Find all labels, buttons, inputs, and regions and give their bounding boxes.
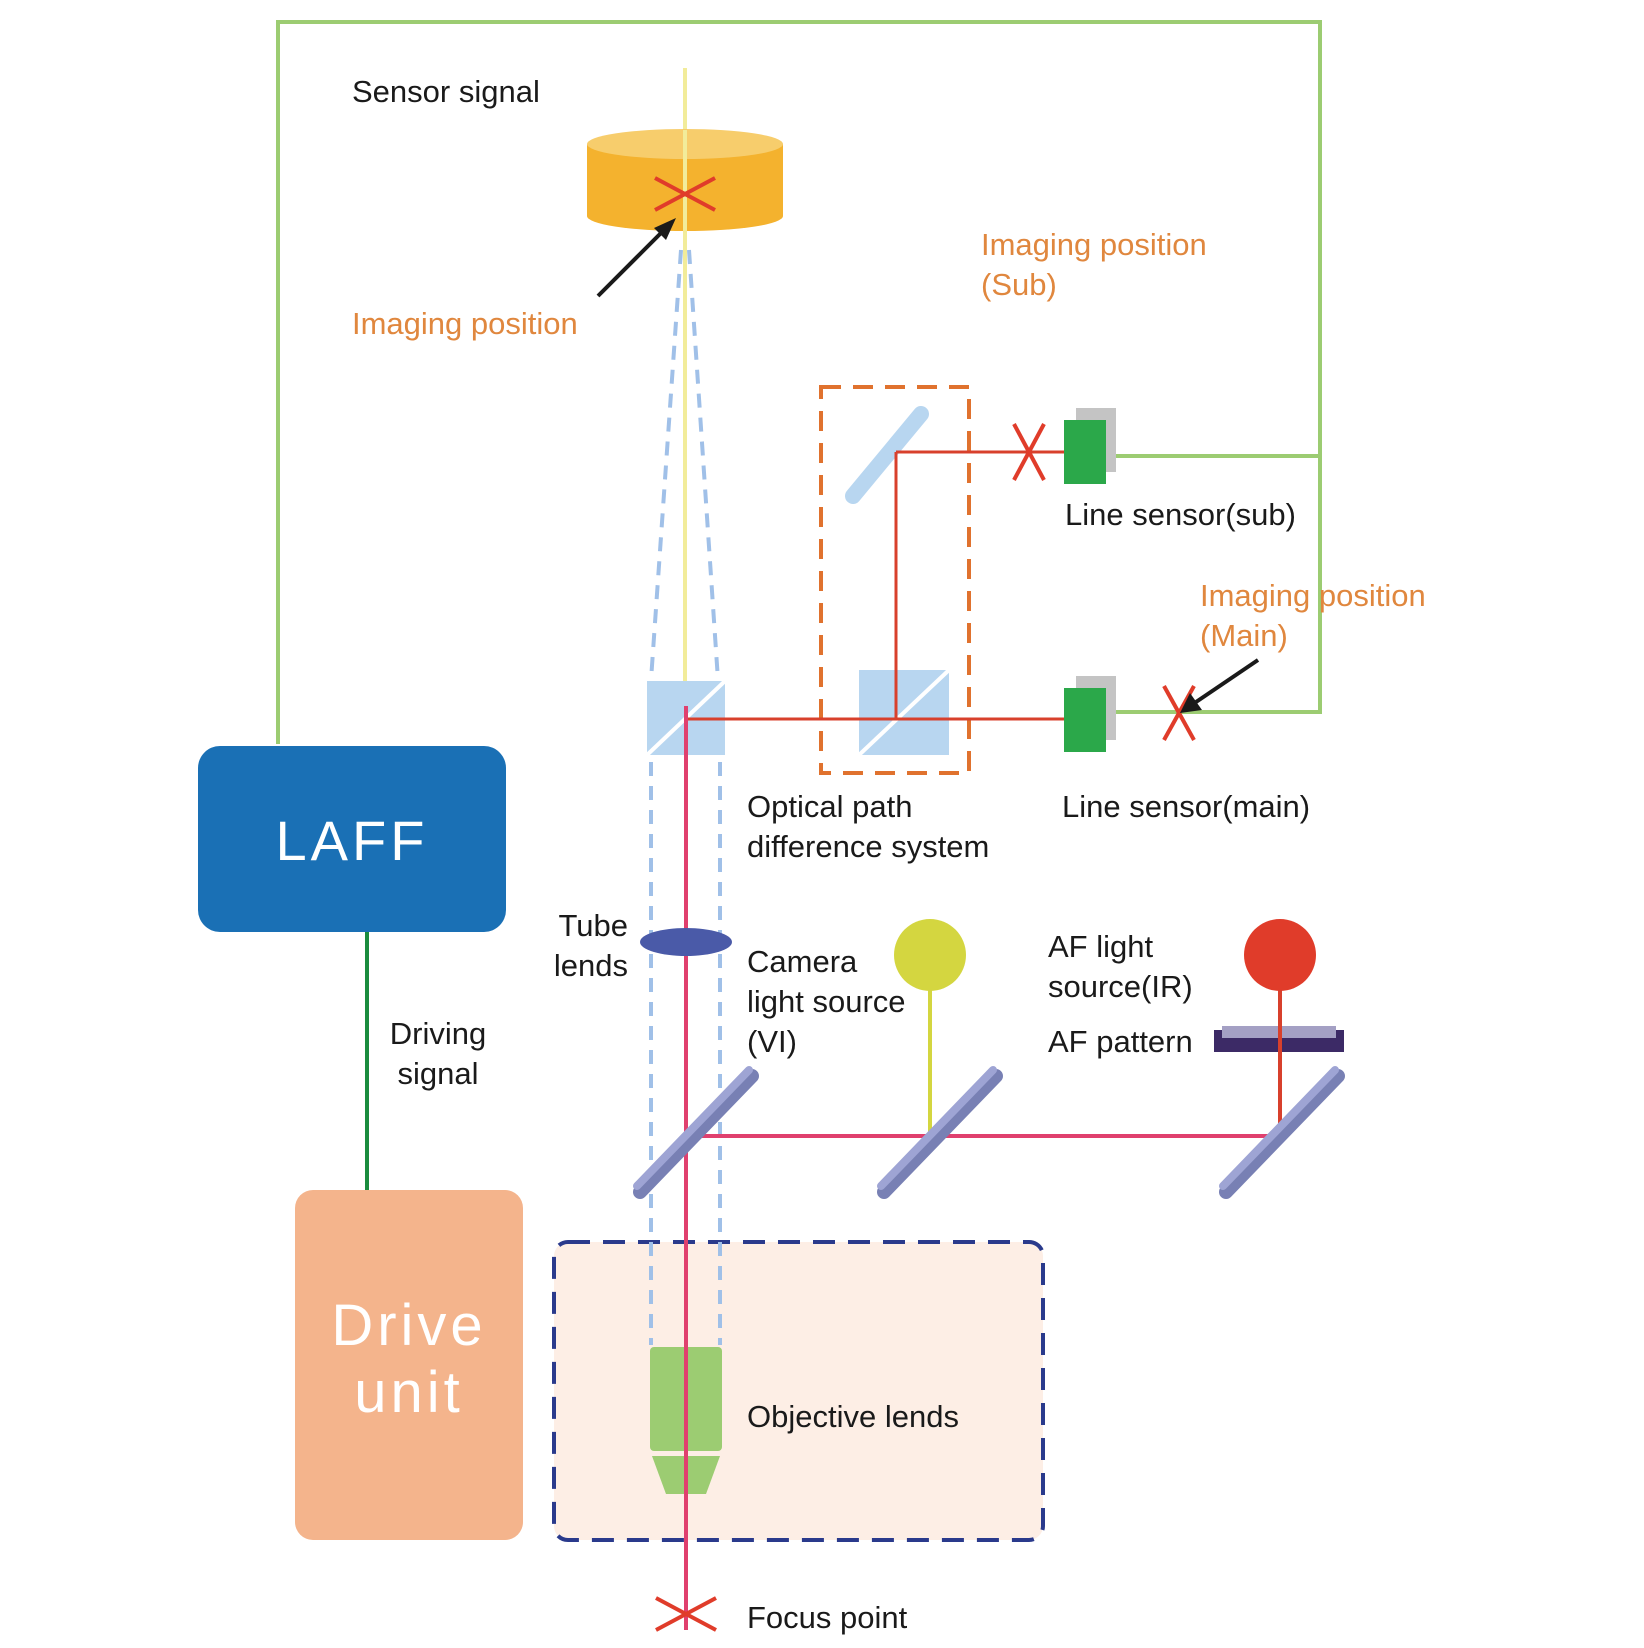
mirror-camera [877,1066,1003,1199]
imaging-position-main-arrow [1180,658,1260,713]
beam-splitter-opd [857,668,951,757]
sensor-signal-label: Sensor signal [352,74,540,109]
tube-lens [640,928,732,956]
camera-light-source [894,919,966,991]
drive-unit-box [295,1190,523,1540]
laff-label: LAFF [276,809,429,872]
imaging-position-main-label-line1: Imaging position [1200,578,1426,613]
light-cone-dashed [649,249,722,1345]
tube-lens-label-line1: Tube [558,908,628,943]
line-sensor-main [1064,676,1116,752]
optical-path-label-line1: Optical path [747,789,912,824]
af-light-label-line2: source(IR) [1048,969,1193,1004]
imaging-position-label: Imaging position [352,306,578,341]
sensor-signal-loop [276,20,1322,744]
focus-point-label: Focus point [747,1600,908,1635]
driving-signal-label-line1: Driving [390,1016,486,1051]
drive-unit-label-line1: Drive [331,1293,486,1358]
opd-mirror [845,406,929,504]
imaging-position-marker [654,176,716,212]
af-light-source [1244,919,1316,991]
imaging-position-sub-label-line1: Imaging position [981,227,1207,262]
tube-lens-label-line2: lends [554,948,628,983]
imaging-position-main-label-line2: (Main) [1200,618,1288,653]
line-sensor-sub [1064,408,1116,484]
laff-box [198,746,506,932]
optical-path-label-line2: difference system [747,829,989,864]
line-sensor-main-label: Line sensor(main) [1062,789,1310,824]
line-sensor-sub-label: Line sensor(sub) [1065,497,1296,532]
af-return-beam [686,450,1064,721]
objective-lens-label: Objective lends [747,1399,959,1434]
drive-unit-label-line2: unit [354,1360,464,1425]
objective-region-box [552,1240,1045,1542]
af-pattern-label: AF pattern [1048,1024,1193,1059]
mirror-tube [633,1066,759,1199]
camera-light-label-line2: light source [747,984,906,1019]
imaging-position-sub-label-line2: (Sub) [981,267,1057,302]
focus-point-marker [655,1596,717,1632]
driving-signal-label-line2: signal [398,1056,479,1091]
imaging-position-arrow [596,218,676,298]
camera-light-label-line1: Camera [747,944,858,979]
mirror-af [1219,1066,1345,1199]
camera-light-label-line3: (VI) [747,1024,797,1059]
imaging-position-sub-marker [1012,423,1046,481]
optical-path-difference-box [819,385,971,775]
af-light-label-line1: AF light [1048,929,1153,964]
